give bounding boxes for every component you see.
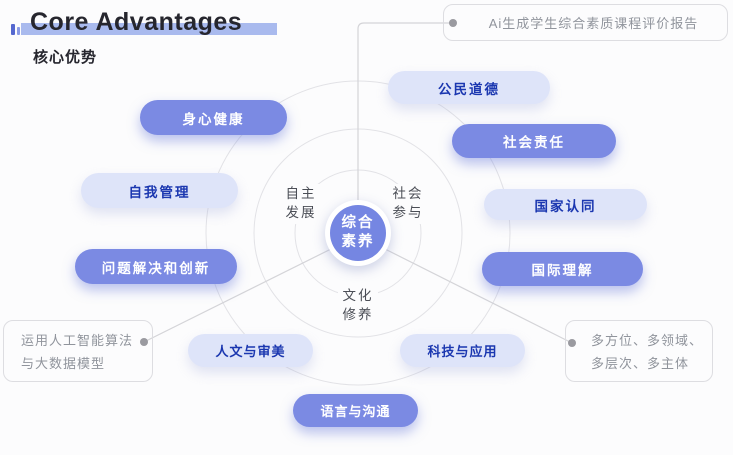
top-connector-line — [357, 22, 450, 202]
pill-mental-health: 身心健康 — [140, 100, 287, 135]
pill-civic-morality: 公民道德 — [388, 71, 550, 104]
sector-label-social-participation: 社会 参与 — [388, 184, 428, 224]
bottom-right-connector-dot — [568, 339, 576, 347]
lower-right-connector-line — [384, 248, 571, 343]
page-title-en: Core Advantages — [30, 8, 243, 36]
title-highlight-bar — [21, 23, 277, 35]
pill-social-responsibility: 社会责任 — [452, 124, 616, 158]
sector-label-autonomous-development: 自主 发展 — [281, 184, 321, 224]
center-node-label: 综合 素养 — [330, 205, 386, 261]
top-right-connector-dot — [449, 19, 457, 27]
pill-national-identity: 国家认同 — [484, 189, 647, 220]
pill-humanities-aesthetics: 人文与审美 — [188, 334, 313, 367]
pill-language-communication: 语言与沟通 — [293, 394, 418, 427]
page-title-zh: 核心优势 — [33, 49, 98, 66]
pill-international-understanding: 国际理解 — [482, 252, 643, 286]
callout-ai-report: Ai生成学生综合素质课程评价报告 — [443, 4, 728, 41]
pill-self-management: 自我管理 — [81, 173, 238, 208]
title-block: Core Advantages 核心优势 — [0, 0, 360, 80]
lower-left-connector-line — [145, 248, 332, 342]
sector-label-cultural-cultivation: 文化 修养 — [338, 286, 378, 326]
callout-ai-algorithm: 运用人工智能算法 与大数据模型 — [3, 320, 153, 382]
title-accent-bar-icon — [17, 27, 20, 35]
pill-problem-solving-innovation: 问题解决和创新 — [75, 249, 237, 284]
pill-technology-application: 科技与应用 — [400, 334, 525, 367]
title-accent-bar-icon — [11, 24, 15, 35]
callout-multi-dimension: 多方位、多领域、 多层次、多主体 — [565, 320, 713, 382]
center-node: 综合 素养 — [325, 200, 391, 266]
bottom-left-connector-dot — [140, 338, 148, 346]
